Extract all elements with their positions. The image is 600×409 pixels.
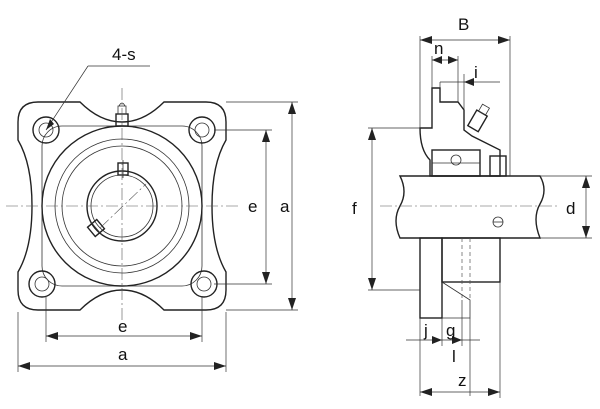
set-screw-side — [492, 216, 504, 228]
bolt-hole-top-right — [188, 116, 216, 144]
dim-i-label: i — [474, 63, 478, 82]
grease-nipple-side-icon — [466, 103, 491, 133]
housing-upper-section — [419, 87, 501, 177]
bolt-hole-top-left — [32, 116, 60, 144]
set-screw-top — [117, 160, 129, 178]
dim-e-vertical-label: e — [248, 197, 257, 216]
dim-B-label: B — [458, 15, 469, 34]
flange-plate — [419, 237, 443, 319]
dim-a-horizontal-label: a — [118, 345, 128, 364]
dim-n-label: n — [434, 39, 443, 58]
shaft — [395, 175, 545, 239]
dim-d-label: d — [566, 199, 575, 218]
dim-a-vertical-label: a — [280, 197, 290, 216]
set-screw-angled — [86, 218, 106, 238]
dim-z-label: z — [458, 371, 467, 390]
bolt-hole-bottom-right — [190, 270, 218, 298]
side-view: B n i f d j g — [352, 15, 592, 398]
dim-e-horizontal-label: e — [118, 317, 127, 336]
dim-f-label: f — [352, 199, 357, 218]
dim-l-label: l — [452, 347, 456, 366]
dim-g-label: g — [446, 321, 455, 340]
front-view: 4-s e a e a — [6, 45, 298, 372]
housing-lower — [441, 237, 501, 283]
hole-callout-label: 4-s — [112, 45, 136, 64]
dim-j-label: j — [423, 321, 428, 340]
bolt-hole-bottom-left — [28, 270, 56, 298]
